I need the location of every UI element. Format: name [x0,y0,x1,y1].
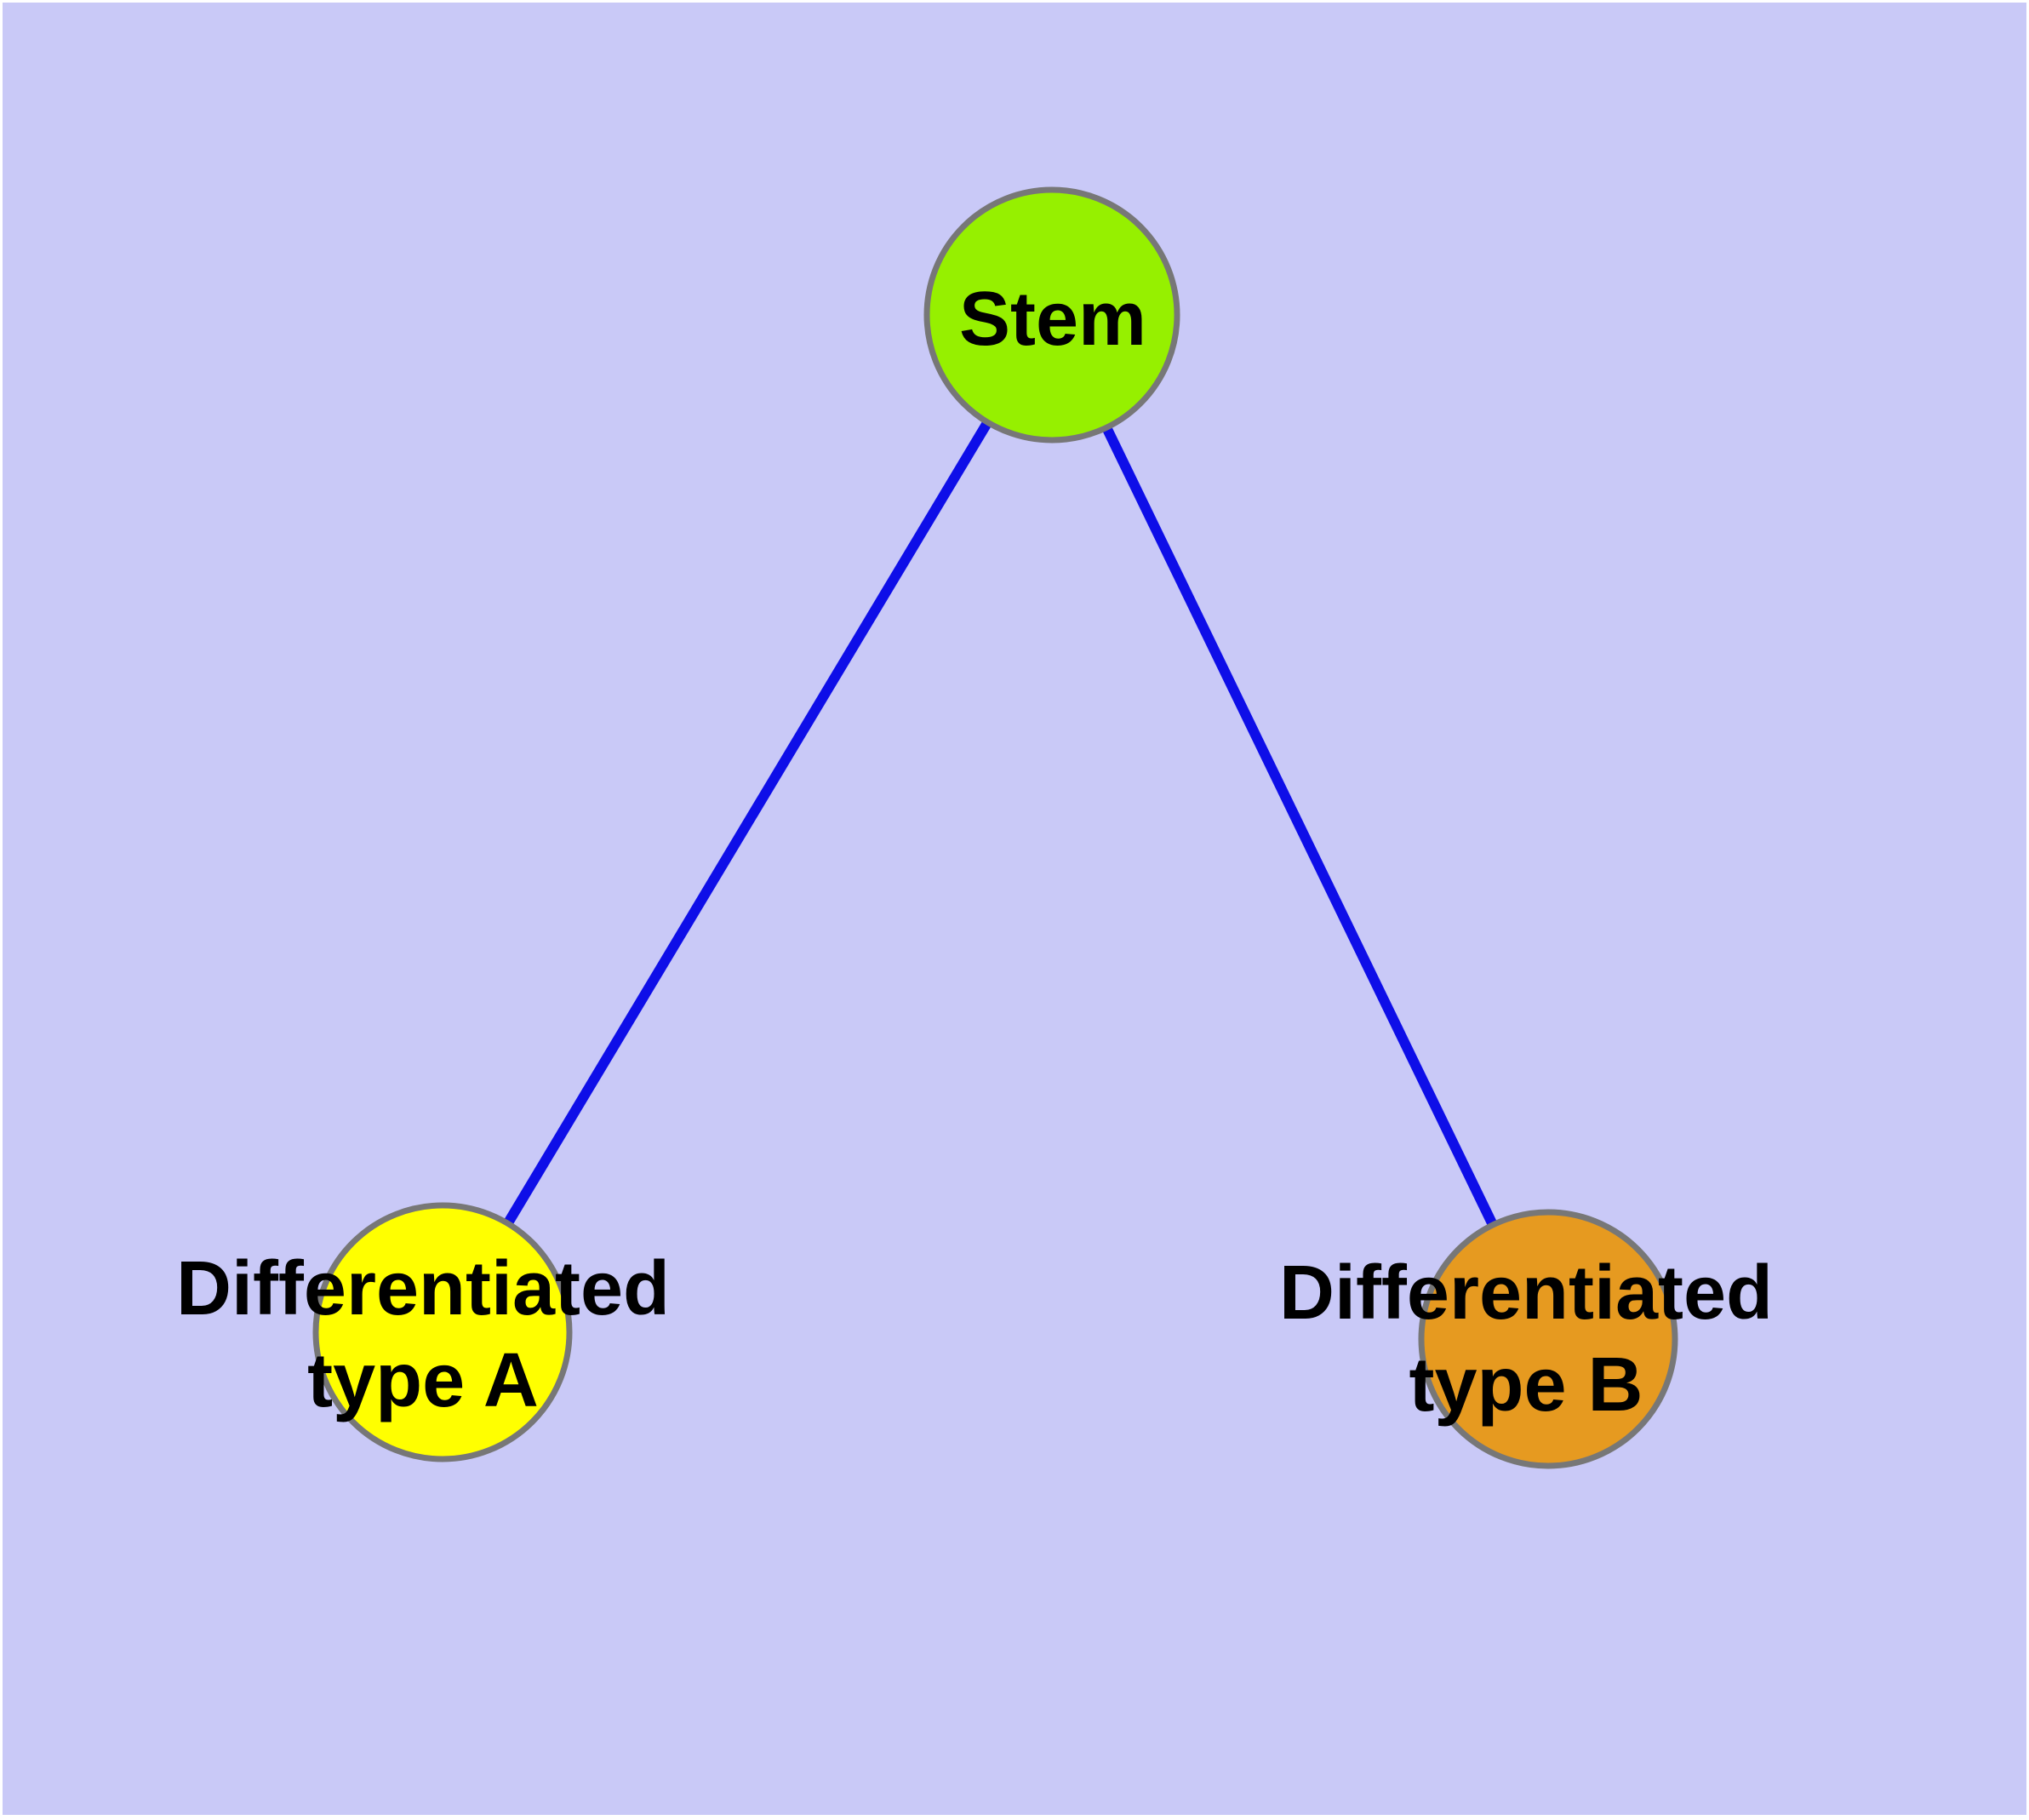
node-type-b-label-line2: type B [1409,1342,1643,1428]
node-type-a-label-line1: Differentiated [175,1246,671,1331]
node-stem-label-text: Stem [958,277,1147,362]
node-type-b-label: Differentiated type B [1143,1247,1909,1431]
node-type-b-label-line1: Differentiated [1278,1251,1774,1336]
node-type-a-label: Differentiated type A [40,1243,806,1427]
edge-stem-to-type-b [1047,312,1553,1342]
node-stem-label: Stem [797,273,1308,365]
node-type-a-circle [312,1202,573,1462]
node-stem-circle [923,186,1180,444]
node-type-a-label-line2: type A [307,1338,539,1423]
node-type-b-circle [1418,1209,1678,1469]
edge-stem-to-type-a [437,312,1057,1336]
